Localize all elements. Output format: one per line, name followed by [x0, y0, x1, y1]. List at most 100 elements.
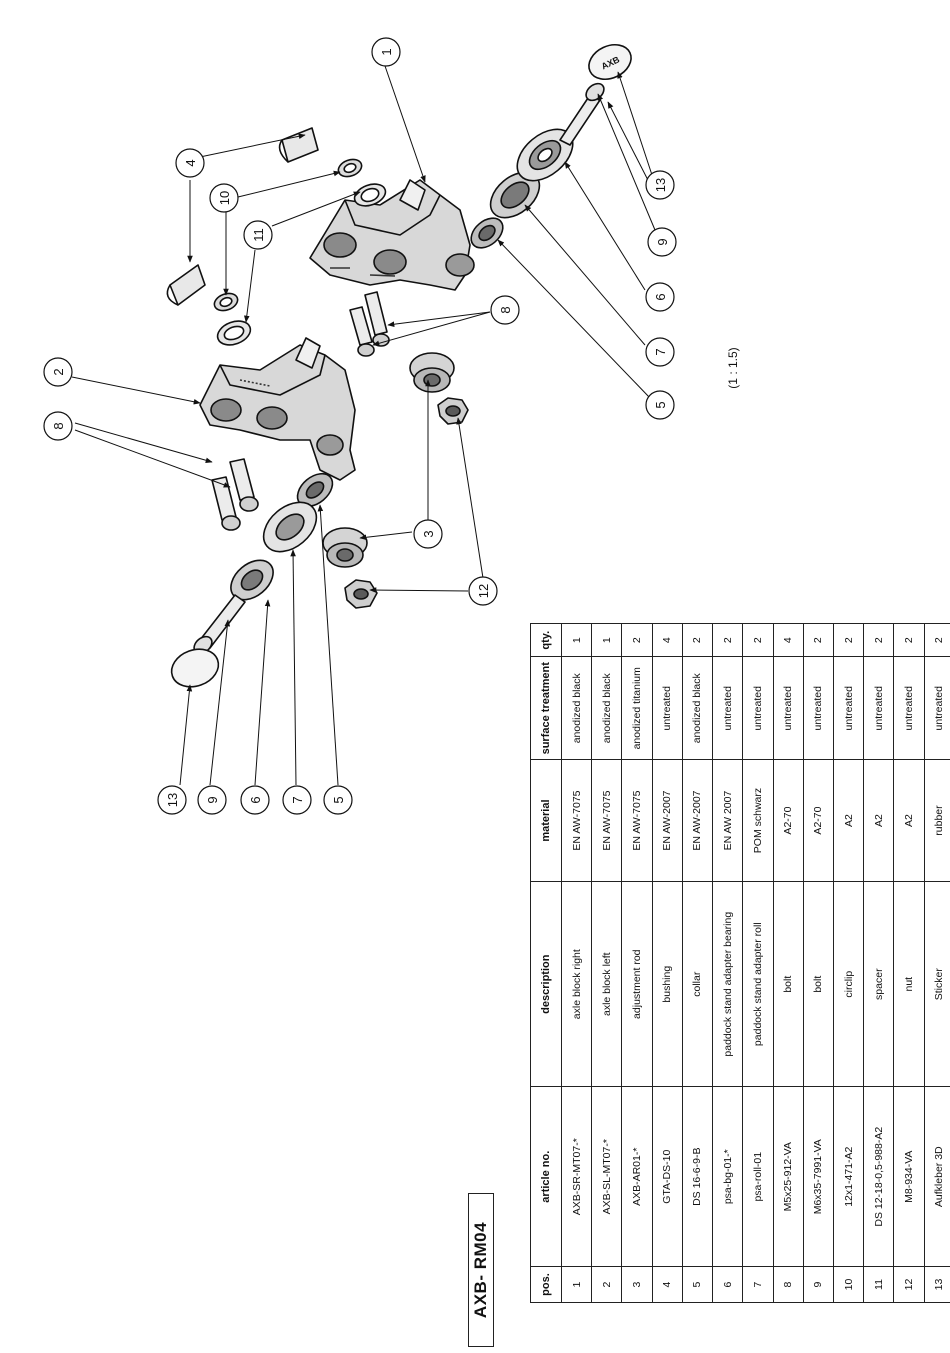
cell-qty: 4: [773, 623, 804, 657]
cell-article-no: psa-roll-01: [742, 1086, 774, 1267]
nut-left: [344, 579, 378, 609]
cell-description: paddock stand adapter roll: [742, 881, 774, 1087]
balloon-5-left-label: 5: [331, 796, 346, 803]
cell-pos: 9: [803, 1266, 834, 1303]
balloon-12-label: 12: [476, 584, 491, 598]
balloon-11: 11: [243, 220, 273, 250]
cell-material: EN AW-7075: [561, 759, 592, 882]
paddock-roll-left: [262, 501, 318, 553]
cell-pos: 11: [863, 1266, 894, 1303]
col-header-article-no: article no.: [530, 1086, 562, 1267]
balloon-4-label: 4: [183, 159, 198, 166]
col-header-pos: pos.: [530, 1266, 562, 1303]
cell-article-no: M5x25-912-VA: [773, 1086, 804, 1267]
cell-surface-treatment: untreated: [893, 656, 925, 760]
cell-surface-treatment: anodized black: [682, 656, 713, 760]
cell-description: paddock stand adapter bearing: [712, 881, 743, 1087]
spacer-right: [353, 183, 387, 207]
cell-article-no: AXB-AR01-*: [621, 1086, 653, 1267]
cell-qty: 1: [591, 623, 622, 657]
cell-description: bushing: [652, 881, 683, 1087]
cell-description: bolt: [803, 881, 834, 1087]
cell-article-no: DS 16-6-9-B: [682, 1086, 713, 1267]
balloon-2-label: 2: [51, 368, 66, 375]
cell-qty: 2: [682, 623, 713, 657]
cell-material: EN AW 2007: [712, 759, 743, 882]
balloon-8-right-label: 8: [498, 306, 513, 313]
cell-material: A2: [863, 759, 894, 882]
balloon-2: 2: [43, 357, 73, 387]
collar-right: [470, 217, 504, 249]
balloon-1: 1: [371, 37, 401, 67]
bolts-m5-left: [211, 458, 259, 531]
cell-material: rubber: [924, 759, 950, 882]
cell-pos: 5: [682, 1266, 713, 1303]
cell-surface-treatment: anodized titanium: [621, 656, 653, 760]
cell-surface-treatment: untreated: [742, 656, 774, 760]
paddock-roll-right: [516, 128, 574, 182]
scale-note: (1 : 1.5): [726, 347, 740, 389]
col-header-description: description: [530, 881, 562, 1087]
balloon-3: 3: [413, 519, 443, 549]
cell-article-no: AXB-SL-MT07-*: [591, 1086, 622, 1267]
balloon-10: 10: [209, 183, 239, 213]
spacer-left: [216, 320, 252, 346]
balloon-13-right-label: 13: [653, 178, 668, 192]
leader-lines: [71, 65, 656, 786]
balloon-5-left: 5: [323, 785, 353, 815]
cell-surface-treatment: anodized black: [561, 656, 592, 760]
cell-material: A2: [893, 759, 925, 882]
drawing-title: AXB- RM04: [468, 1193, 494, 1347]
cell-material: EN AW-7075: [591, 759, 622, 882]
cell-surface-treatment: untreated: [773, 656, 804, 760]
balloon-7-left-label: 7: [290, 796, 305, 803]
title-box-wrap: AXB- RM04: [468, 1193, 494, 1347]
sticker-left: [170, 648, 220, 688]
cell-qty: 1: [561, 623, 592, 657]
cell-pos: 13: [924, 1266, 950, 1303]
balloon-7-right: 7: [645, 337, 675, 367]
cell-pos: 7: [742, 1266, 774, 1303]
cell-qty: 2: [893, 623, 925, 657]
cell-material: A2: [833, 759, 864, 882]
cell-surface-treatment: untreated: [803, 656, 834, 760]
cell-article-no: psa-bg-01-*: [712, 1086, 743, 1267]
balloons: 1 4 10 11 2 8 8 3 12 13 9 6 7 5 13 9 6 7…: [43, 37, 677, 815]
bolt-m6-left: [193, 594, 246, 655]
balloon-9-left: 9: [197, 785, 227, 815]
cell-surface-treatment: anodized black: [591, 656, 622, 760]
cell-qty: 2: [833, 623, 864, 657]
cell-description: Sticker: [924, 881, 950, 1087]
paddock-bearing-left: [230, 559, 274, 601]
bushing-lower: [166, 264, 206, 306]
parts-table-wrap: pos. article no. description material su…: [530, 623, 950, 1303]
cell-surface-treatment: untreated: [863, 656, 894, 760]
cell-material: A2-70: [773, 759, 804, 882]
balloon-13-left: 13: [157, 785, 187, 815]
cell-description: bolt: [773, 881, 804, 1087]
nut-right: [437, 397, 469, 425]
balloon-13-right: 13: [645, 170, 675, 200]
cell-material: A2-70: [803, 759, 834, 882]
cell-qty: 2: [621, 623, 653, 657]
cell-article-no: 12x1-471-A2: [833, 1086, 864, 1267]
cell-qty: 2: [924, 623, 950, 657]
cell-description: axle block right: [561, 881, 592, 1087]
col-header-surface-treatment: surface treatment: [530, 656, 562, 760]
balloon-3-label: 3: [421, 530, 436, 537]
balloon-4: 4: [175, 148, 205, 178]
cell-pos: 1: [561, 1266, 592, 1303]
cell-surface-treatment: untreated: [652, 656, 683, 760]
balloon-9-right: 9: [647, 227, 677, 257]
cell-article-no: M6x35-7991-VA: [803, 1086, 834, 1267]
collar-left: [296, 472, 334, 508]
